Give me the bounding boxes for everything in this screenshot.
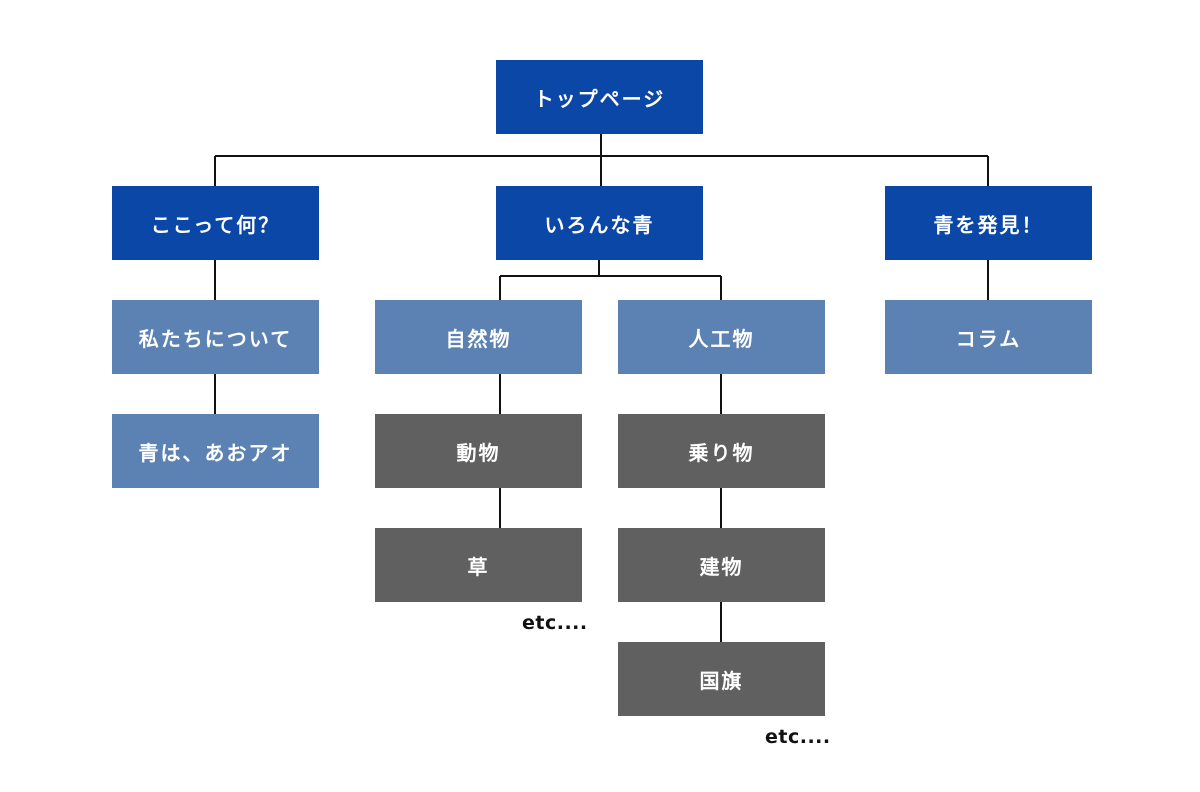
root-node: トップページ	[496, 60, 703, 134]
leaf-node-animals: 動物	[375, 414, 582, 488]
child-node-about-us: 私たちについて	[112, 300, 319, 374]
section-node-about: ここって何？	[112, 186, 319, 260]
leaf-node-vehicles: 乗り物	[618, 414, 825, 488]
more-note-natural: etc....	[522, 612, 588, 634]
child-node-blue-is: 青は、あおアオ	[112, 414, 319, 488]
leaf-node-grass: 草	[375, 528, 582, 602]
group-node-artificial: 人工物	[618, 300, 825, 374]
section-node-discover: 青を発見！	[885, 186, 1092, 260]
group-node-natural: 自然物	[375, 300, 582, 374]
child-node-column: コラム	[885, 300, 1092, 374]
more-note-artificial: etc....	[765, 726, 831, 748]
section-node-various-blue: いろんな青	[496, 186, 703, 260]
leaf-node-buildings: 建物	[618, 528, 825, 602]
leaf-node-flags: 国旗	[618, 642, 825, 716]
